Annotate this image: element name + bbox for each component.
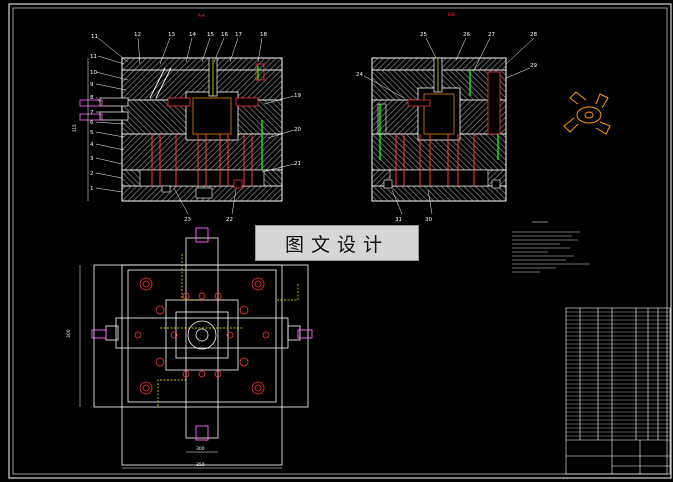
svg-text:10: 10: [90, 70, 97, 76]
watermark-banner: 图文设计: [255, 225, 419, 261]
svg-text:3: 3: [90, 156, 94, 162]
svg-text:15: 15: [207, 32, 214, 38]
svg-text:18: 18: [260, 32, 267, 38]
svg-text:300: 300: [196, 446, 205, 452]
front-view-title: A-A: [198, 13, 205, 18]
svg-text:11: 11: [91, 34, 98, 40]
front-view: 3 1 5: [72, 57, 283, 202]
svg-text:350: 350: [196, 462, 205, 468]
svg-text:16: 16: [221, 32, 228, 38]
product-sketch: [563, 91, 611, 135]
svg-text:4: 4: [90, 142, 94, 148]
svg-text:26: 26: [463, 32, 470, 38]
svg-text:21: 21: [294, 161, 301, 167]
plan-dimensions: 300 300 350: [66, 265, 282, 469]
side-callouts: 24 25 26 27 28 29 30 31: [356, 32, 537, 223]
svg-text:25: 25: [420, 32, 427, 38]
plan-fittings: [91, 227, 313, 441]
inner-frame: [12, 7, 668, 475]
parts-list: [565, 307, 671, 475]
svg-text:31: 31: [395, 217, 402, 223]
outer-frame: [8, 3, 672, 479]
svg-text:9: 9: [90, 82, 94, 88]
svg-text:8: 8: [90, 95, 94, 101]
svg-text:29: 29: [530, 63, 537, 69]
svg-text:6: 6: [90, 120, 94, 126]
svg-text:2: 2: [90, 171, 94, 177]
svg-text:27: 27: [488, 32, 495, 38]
front-callouts: 1 2 3 4 5 6 7 8 9 10 11 11 12 13 14 15 1…: [90, 32, 301, 223]
svg-text:300: 300: [66, 329, 72, 338]
svg-text:30: 30: [425, 217, 432, 223]
svg-text:12: 12: [134, 32, 141, 38]
svg-text:14: 14: [189, 32, 196, 38]
svg-text:315: 315: [72, 124, 77, 132]
svg-text:13: 13: [168, 32, 175, 38]
plan-view: [93, 237, 309, 466]
plan-runners: [157, 254, 299, 406]
plan-cooling: [134, 277, 270, 395]
svg-text:1: 1: [90, 186, 94, 192]
side-view-title: B-B: [448, 12, 455, 17]
svg-text:11: 11: [90, 54, 97, 60]
technical-notes: [512, 221, 590, 273]
svg-text:7: 7: [90, 110, 94, 116]
parts-list-rows: [566, 311, 670, 437]
svg-text:22: 22: [226, 217, 233, 223]
svg-text:17: 17: [235, 32, 242, 38]
side-view: [371, 57, 507, 202]
svg-text:19: 19: [294, 93, 301, 99]
svg-text:20: 20: [294, 127, 301, 133]
svg-text:5: 5: [90, 130, 94, 136]
svg-text:24: 24: [356, 72, 363, 78]
svg-text:23: 23: [184, 217, 191, 223]
svg-text:28: 28: [530, 32, 537, 38]
